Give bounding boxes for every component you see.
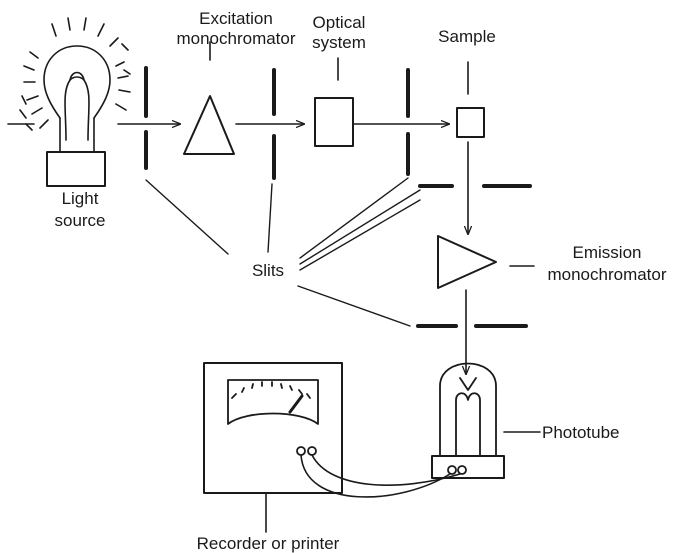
light-bulb-icon xyxy=(19,17,131,187)
light-source-label: source xyxy=(54,211,105,230)
slits-leader-lines xyxy=(145,177,421,327)
excitation-monochromator-label: monochromator xyxy=(176,29,295,48)
emission-monochromator-label: monochromator xyxy=(547,265,666,284)
optical-system-label: Optical xyxy=(313,13,366,32)
sample-cell xyxy=(456,107,485,138)
sample-label: Sample xyxy=(438,27,496,46)
optical-system-label: system xyxy=(312,33,366,52)
phototube-icon xyxy=(431,362,505,479)
phototube-label: Phototube xyxy=(542,423,620,442)
excitation-monochromator-label: Excitation xyxy=(199,9,273,28)
recorder-meter-icon xyxy=(203,362,343,494)
connecting-wires xyxy=(300,454,461,498)
slits-label: Slits xyxy=(252,261,284,280)
labels: Light source Excitation monochromator Op… xyxy=(54,9,666,553)
emission-prism-icon xyxy=(437,235,497,289)
emission-monochromator-label: Emission xyxy=(573,243,642,262)
optical-system-box xyxy=(314,97,354,147)
light-source-label: Light xyxy=(62,189,99,208)
recorder-label: Recorder or printer xyxy=(197,534,340,553)
excitation-prism-icon xyxy=(183,95,235,155)
